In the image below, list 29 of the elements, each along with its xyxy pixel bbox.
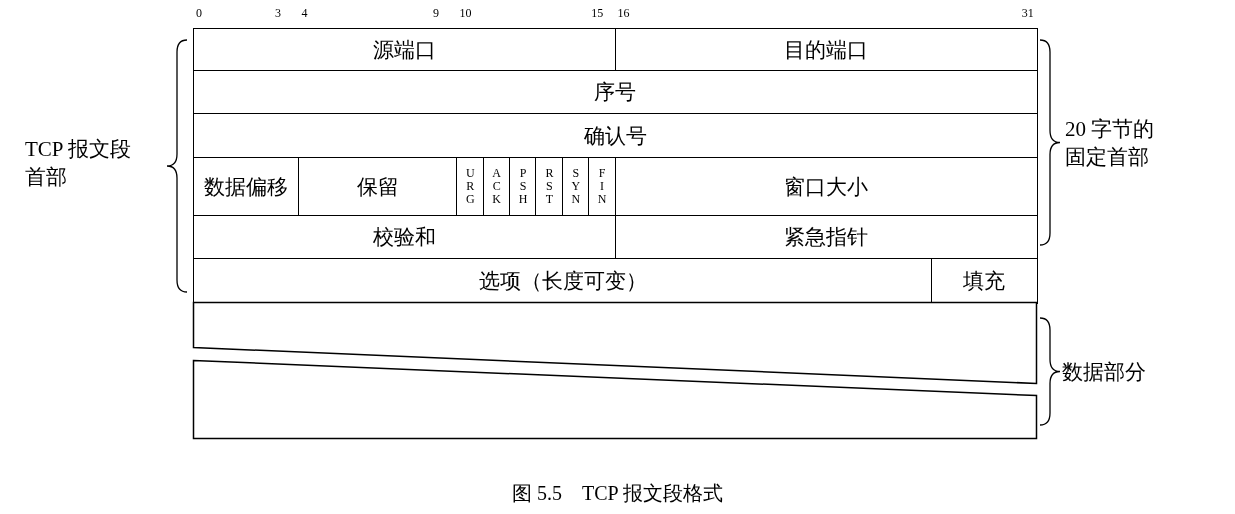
header-field: 校验和 — [193, 215, 616, 260]
header-field: 保留 — [298, 157, 458, 217]
brace-label: 20 字节的固定首部 — [1065, 116, 1156, 171]
header-field: 序号 — [193, 70, 1038, 115]
bit-number: 31 — [1021, 6, 1034, 21]
data-segment-shape — [192, 301, 1038, 385]
flag-field: FIN — [588, 157, 616, 217]
bit-number: 0 — [196, 6, 202, 21]
bit-number: 4 — [301, 6, 308, 21]
header-field: 目的端口 — [614, 28, 1038, 72]
bit-number: 10 — [459, 6, 472, 21]
bit-number: 15 — [591, 6, 604, 21]
flag-field: URG — [456, 157, 485, 217]
flag-field: PSH — [509, 157, 537, 217]
header-field: 源端口 — [193, 28, 616, 72]
bit-number: 16 — [617, 6, 630, 21]
figure-caption: 图 5.5 TCP 报文段格式 — [511, 481, 724, 506]
header-field: 紧急指针 — [614, 215, 1038, 260]
brace-label: TCP 报文段首部 — [25, 136, 132, 191]
data-segment-shape — [192, 359, 1038, 440]
bit-number: 3 — [275, 6, 282, 21]
header-field: 选项（长度可变） — [193, 258, 933, 304]
brace-label: 数据部分 — [1062, 359, 1147, 386]
bit-number: 9 — [433, 6, 440, 21]
header-field: 数据偏移 — [193, 157, 300, 217]
header-field: 填充 — [930, 258, 1038, 304]
flag-field: RST — [535, 157, 564, 217]
header-field: 窗口大小 — [614, 157, 1038, 217]
header-field: 确认号 — [193, 113, 1038, 159]
